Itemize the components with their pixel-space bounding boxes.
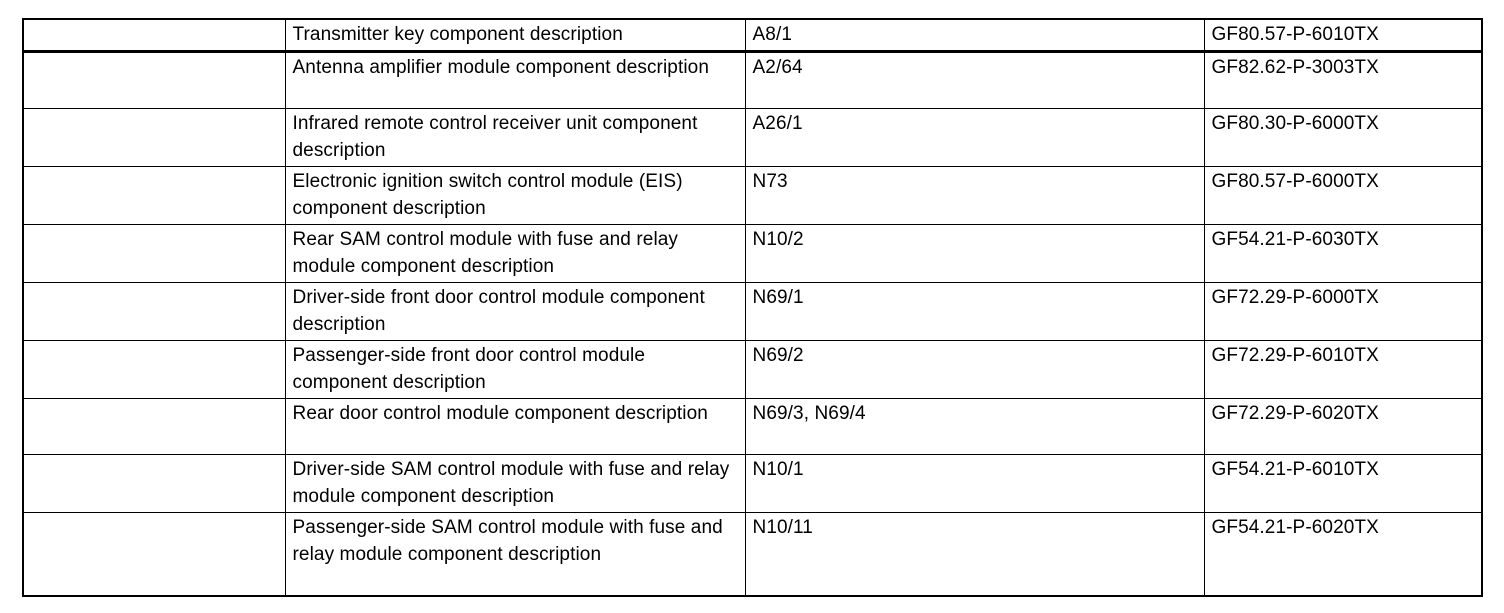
document-ref-cell: GF80.57-P-6010TX: [1203, 18, 1483, 53]
empty-cell: [22, 166, 286, 225]
document-ref-cell: GF72.29-P-6000TX: [1203, 282, 1483, 341]
code-cell: N69/1: [744, 282, 1205, 341]
table-row: Rear SAM control module with fuse and re…: [22, 224, 1483, 283]
empty-cell: [22, 340, 286, 399]
document-ref-cell: GF54.21-P-6030TX: [1203, 224, 1483, 283]
component-description-table: Transmitter key component description A8…: [22, 18, 1483, 597]
description-cell: Antenna amplifier module component descr…: [284, 51, 746, 109]
empty-cell: [22, 398, 286, 455]
description-cell: Driver-side front door control module co…: [284, 282, 746, 341]
empty-cell: [22, 454, 286, 513]
document-ref-cell: GF80.30-P-6000TX: [1203, 108, 1483, 167]
document-ref-cell: GF72.29-P-6010TX: [1203, 340, 1483, 399]
table-row: Rear door control module component descr…: [22, 398, 1483, 455]
document-ref-cell: GF72.29-P-6020TX: [1203, 398, 1483, 455]
code-cell: A2/64: [744, 51, 1205, 109]
empty-cell: [22, 18, 286, 53]
description-cell: Infrared remote control receiver unit co…: [284, 108, 746, 167]
description-cell: Rear SAM control module with fuse and re…: [284, 224, 746, 283]
code-cell: N10/2: [744, 224, 1205, 283]
empty-cell: [22, 512, 286, 597]
description-cell: Rear door control module component descr…: [284, 398, 746, 455]
description-cell: Driver-side SAM control module with fuse…: [284, 454, 746, 513]
code-cell: N69/3, N69/4: [744, 398, 1205, 455]
code-cell: N10/1: [744, 454, 1205, 513]
document-ref-cell: GF82.62-P-3003TX: [1203, 51, 1483, 109]
table-row: Electronic ignition switch control modul…: [22, 166, 1483, 225]
description-cell: Passenger-side SAM control module with f…: [284, 512, 746, 597]
description-cell: Passenger-side front door control module…: [284, 340, 746, 399]
table-row: Passenger-side front door control module…: [22, 340, 1483, 399]
empty-cell: [22, 224, 286, 283]
code-cell: N10/11: [744, 512, 1205, 597]
empty-cell: [22, 108, 286, 167]
code-cell: A26/1: [744, 108, 1205, 167]
document-ref-cell: GF54.21-P-6010TX: [1203, 454, 1483, 513]
code-cell: A8/1: [744, 18, 1205, 53]
empty-cell: [22, 51, 286, 109]
document-ref-cell: GF54.21-P-6020TX: [1203, 512, 1483, 597]
code-cell: N69/2: [744, 340, 1205, 399]
table-row: Infrared remote control receiver unit co…: [22, 108, 1483, 167]
code-cell: N73: [744, 166, 1205, 225]
table-row: Driver-side front door control module co…: [22, 282, 1483, 341]
table-row: Driver-side SAM control module with fuse…: [22, 454, 1483, 513]
table-row: Passenger-side SAM control module with f…: [22, 512, 1483, 597]
document-ref-cell: GF80.57-P-6000TX: [1203, 166, 1483, 225]
empty-cell: [22, 282, 286, 341]
description-cell: Electronic ignition switch control modul…: [284, 166, 746, 225]
table-row: Antenna amplifier module component descr…: [22, 51, 1483, 109]
table-row: Transmitter key component description A8…: [22, 18, 1483, 53]
description-cell: Transmitter key component description: [284, 18, 746, 53]
